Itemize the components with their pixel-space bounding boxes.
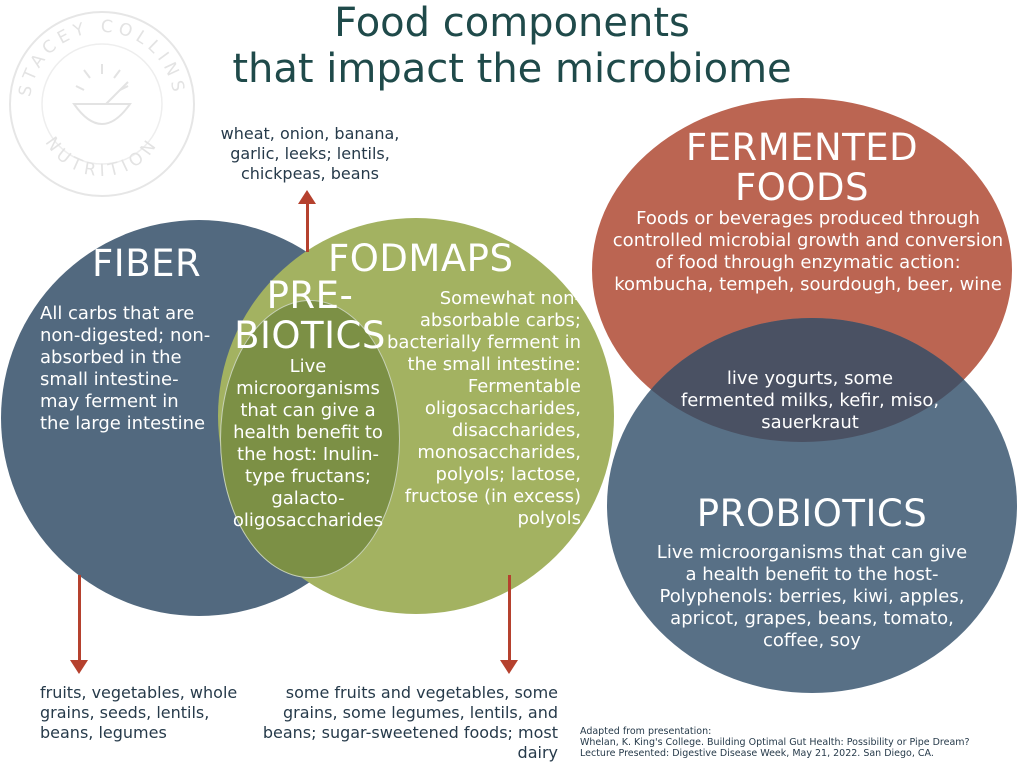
prebiotics-overlap <box>220 300 400 578</box>
fermented-foods-heading: FERMENTED FOODS <box>592 128 1012 208</box>
source-line-1: Adapted from presentation: <box>580 726 712 737</box>
prebiotics-description: Live microorganisms that can give a heal… <box>232 356 384 531</box>
fermented-probiotics-overlap <box>607 318 1012 442</box>
page-title: Food components that impact the microbio… <box>0 0 1024 92</box>
title-line-1: Food components <box>334 0 690 46</box>
title-line-2: that impact the microbiome <box>232 46 792 92</box>
logo-seal: STACEY COLLINS NUTRITION <box>9 11 195 197</box>
logo-text-bottom: NUTRITION <box>41 133 158 181</box>
fodmaps-description: Somewhat non-absorbable carbs; bacterial… <box>387 288 581 529</box>
probiotics-heading: PROBIOTICS <box>696 492 928 535</box>
overlap-foods: live yogurts, some fermented milks, kefi… <box>680 368 940 433</box>
source-line-2: Whelan, K. King's College. Building Opti… <box>580 737 970 748</box>
fermented-heading-line-2: FOODS <box>734 166 869 209</box>
fermented-heading-line-1: FERMENTED <box>685 126 919 169</box>
source-line-3: Lecture Presented: Digestive Disease Wee… <box>580 748 934 759</box>
prebiotics-foods: wheat, onion, banana, garlic, leeks; len… <box>220 124 400 183</box>
prebiotics-heading-line-2: BIOTICS <box>234 314 386 357</box>
logo-text-top: STACEY COLLINS <box>15 17 184 99</box>
probiotics-description: Live microorganisms that can give a heal… <box>656 542 968 651</box>
fiber-description: All carbs that are non-digested; non-abs… <box>40 303 211 434</box>
svg-text:STACEY COLLINS: STACEY COLLINS <box>15 17 189 99</box>
fodmaps-heading: FODMAPS <box>328 237 514 280</box>
mortar-and-pestle-icon <box>72 64 132 125</box>
svg-text:NUTRITION: NUTRITION <box>41 133 163 181</box>
fermented-foods-description: Foods or beverages produced through cont… <box>612 208 1004 295</box>
brand-logo: STACEY COLLINS NUTRITION <box>2 4 202 204</box>
fodmaps-foods: some fruits and vegetables, some grains,… <box>262 683 558 762</box>
prebiotics-heading: PRE- BIOTICS <box>230 276 390 356</box>
prebiotics-heading-line-1: PRE- <box>266 274 354 317</box>
fiber-foods: fruits, vegetables, whole grains, seeds,… <box>40 683 238 742</box>
source-citation: Adapted from presentation: Whelan, K. Ki… <box>580 726 1020 759</box>
fiber-heading: FIBER <box>92 242 202 285</box>
